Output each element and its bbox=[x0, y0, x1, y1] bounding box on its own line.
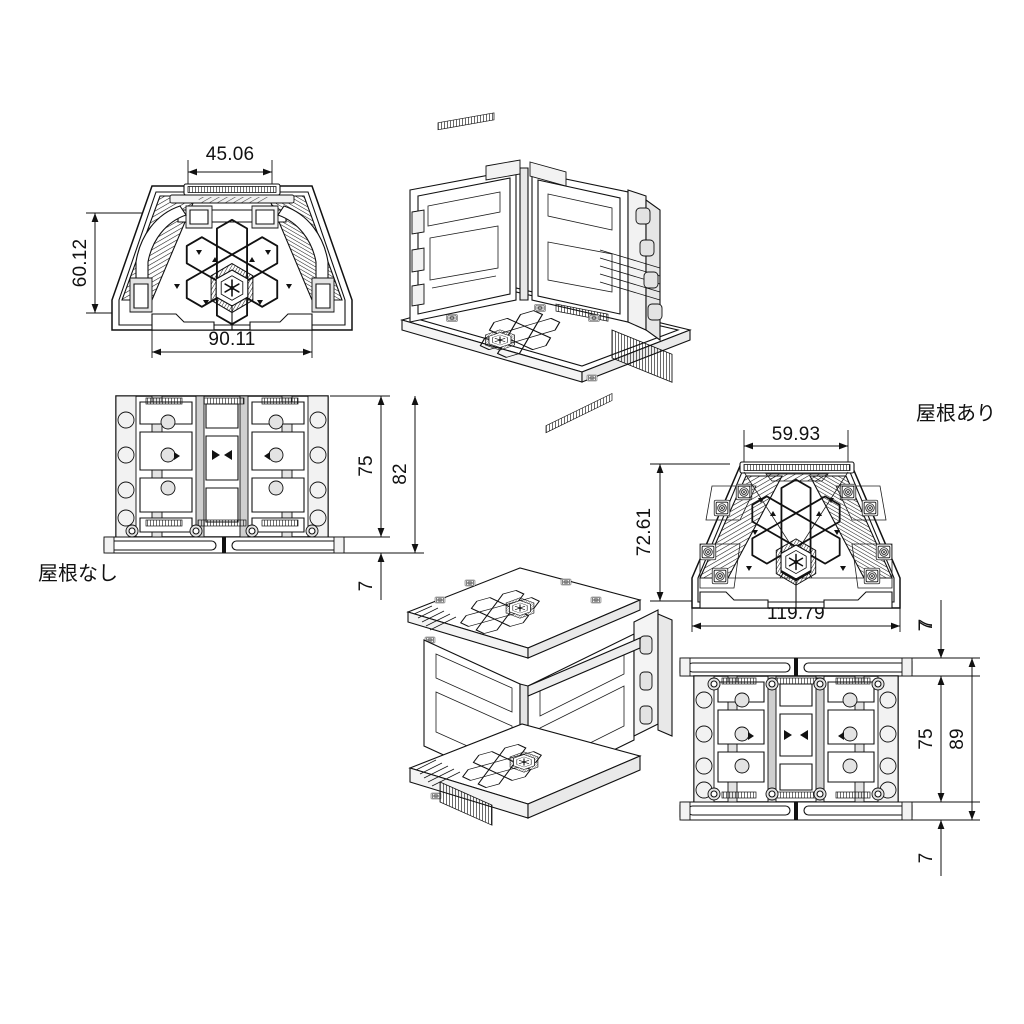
view-front-with-roof: 屋根あり 59.93 72.61 119.79 7 bbox=[634, 401, 996, 658]
dimension-label-90-11: 90.11 bbox=[208, 329, 255, 350]
front-body-with-roof bbox=[691, 461, 901, 609]
view-front-no-roof: 45.06 60.12 90.11 bbox=[70, 144, 353, 358]
dimension-label-82: 82 bbox=[390, 463, 411, 485]
dimension-label-7-roof: 7 bbox=[916, 619, 937, 630]
dimension-label-89: 89 bbox=[947, 728, 968, 750]
dimension-label-75-a: 75 bbox=[356, 455, 377, 477]
dimension-label-72-61: 72.61 bbox=[634, 508, 655, 557]
dimension-90-11: 90.11 bbox=[151, 320, 313, 358]
dimension-59-93: 59.93 bbox=[743, 424, 849, 466]
dimension-label-7-top: 7 bbox=[916, 621, 937, 632]
dimension-82: 82 bbox=[330, 396, 424, 554]
dimension-89: 89 bbox=[900, 658, 980, 821]
label-with-roof: 屋根あり bbox=[916, 401, 996, 425]
dimension-label-59-93: 59.93 bbox=[772, 424, 821, 445]
dimension-75-no-roof: 75 bbox=[330, 395, 390, 538]
label-no-roof: 屋根なし bbox=[38, 561, 118, 585]
dimension-7-bottom: 7 bbox=[916, 820, 945, 876]
view-iso-with-roof bbox=[406, 392, 673, 826]
view-side-with-roof: 7 75 89 7 bbox=[679, 612, 980, 876]
side-body-no-roof bbox=[103, 395, 345, 554]
dimension-label-45-06: 45.06 bbox=[206, 144, 255, 165]
dimension-label-60-12: 60.12 bbox=[70, 239, 91, 288]
dimension-7-no-roof: 7 bbox=[356, 553, 385, 600]
view-iso-no-roof bbox=[399, 112, 692, 383]
dimension-label-7-a: 7 bbox=[356, 581, 377, 592]
dimension-75-with-roof: 75 bbox=[900, 676, 980, 803]
dimension-label-75-b: 75 bbox=[916, 728, 937, 750]
side-body-with-roof bbox=[679, 657, 913, 821]
dimension-label-7-bottom: 7 bbox=[916, 853, 937, 864]
view-side-no-roof: 75 82 7 bbox=[38, 395, 424, 600]
front-body-no-roof bbox=[111, 183, 353, 331]
